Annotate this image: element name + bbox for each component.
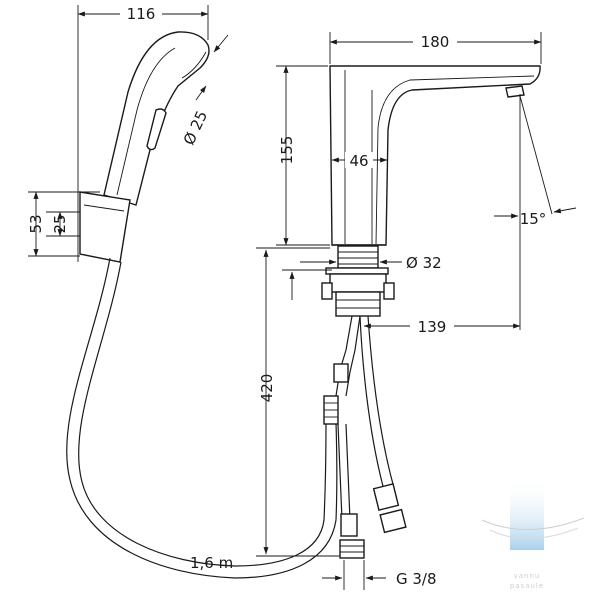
dim-g38-label: G 3/8 [396, 570, 437, 588]
watermark-logo: vannu pasaule [481, 478, 585, 590]
dim-handshower-width: 116 [77, 5, 209, 23]
dim-shank-diameter: Ø 32 [300, 254, 442, 272]
dim-155-label: 155 [278, 136, 296, 165]
dim-faucet-height: 155 [276, 65, 330, 246]
dim-body-width: 46 [331, 152, 388, 170]
dim-angle: 15° [494, 94, 577, 330]
dim-420-label: 420 [258, 374, 276, 403]
dim-projection: 139 [363, 318, 521, 336]
watermark-line1: vannu [514, 572, 541, 580]
dim-139-label: 139 [418, 318, 447, 336]
hose-length-label: 1,6 m [190, 554, 233, 572]
dim-faucet-length: 180 [329, 32, 542, 64]
dim-53-label: 53 [27, 214, 45, 233]
watermark-line2: pasaule [510, 582, 544, 590]
dim-holder: 53 25 [27, 191, 100, 257]
dim-connection-thread: G 3/8 [322, 560, 437, 590]
dim-15-label: 15° [520, 210, 547, 228]
dim-46-label: 46 [349, 152, 368, 170]
dim-25-label: 25 [51, 214, 69, 233]
dim-180-label: 180 [421, 33, 450, 51]
dim-116-label: 116 [127, 5, 156, 23]
dim-32-label: Ø 32 [406, 254, 442, 272]
dim-shank-length: 420 [256, 247, 340, 557]
dim-nozzle-label: Ø 25 [180, 108, 211, 148]
faucet [321, 65, 541, 559]
hand-shower [66, 5, 339, 579]
